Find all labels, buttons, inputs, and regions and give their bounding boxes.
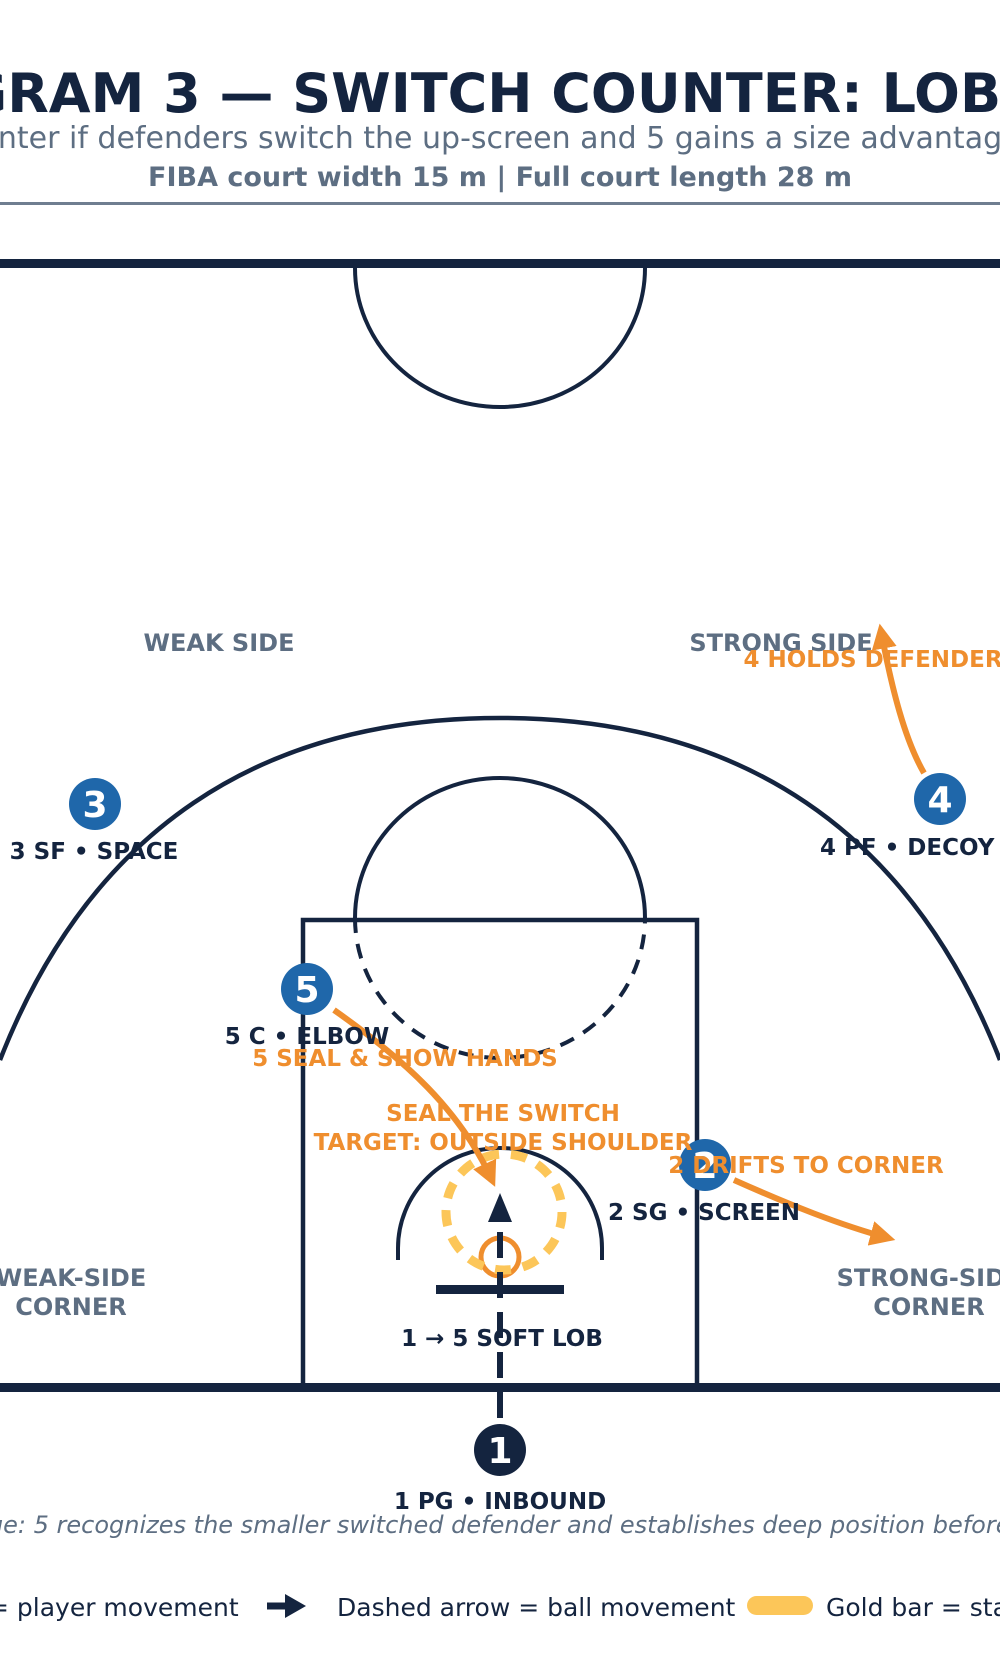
court-dimensions: FIBA court width 15 m | Full court lengt… [148, 162, 852, 193]
center-circle [353, 267, 647, 409]
annotation-holds-defender: 4 HOLDS DEFENDER [743, 647, 1000, 673]
player-4-label: 4 PF • DECOY W [820, 835, 1000, 861]
player-2[interactable]: 2 2 SG • SCREEN [608, 1139, 800, 1226]
player-5-marker [281, 963, 333, 1015]
player-1-label: 1 PG • INBOUND [394, 1489, 606, 1515]
annotation-soft-lob: 1 → 5 SOFT LOB [401, 1326, 603, 1352]
player-1-number: 1 [487, 1431, 512, 1472]
ball-arrowhead [488, 1193, 512, 1222]
strong-side-label: STRONG SIDE [689, 629, 872, 657]
legend-gold-bar-icon [747, 1596, 813, 1615]
annotation-target: TARGET: OUTSIDE SHOULDER [314, 1130, 693, 1156]
lob-target-zone [441, 1149, 567, 1275]
player-5-move-arrow [332, 1007, 497, 1187]
player-5[interactable]: 5 5 C • ELBOW [225, 963, 389, 1050]
legend-arrowhead-icon [285, 1594, 306, 1618]
restricted-area-arc [396, 1146, 604, 1260]
player-2-number: 2 [692, 1146, 717, 1187]
annotation-seal-switch: SEAL THE SWITCH [386, 1101, 620, 1127]
strong-corner-label-line1: STRONG-SIDE [837, 1264, 1000, 1292]
legend-player-movement: = player movement [0, 1593, 239, 1622]
weak-side-label: WEAK SIDE [144, 629, 295, 657]
player-1[interactable]: 1 1 PG • INBOUND [394, 1424, 606, 1515]
player-5-label: 5 C • ELBOW [225, 1024, 389, 1050]
three-point-arc [0, 715, 1000, 1061]
player-3-number: 3 [82, 785, 107, 826]
half-court [0, 259, 1000, 1392]
legend-gold-bar: Gold bar = stat [826, 1593, 1000, 1622]
free-throw-circle-top [353, 776, 647, 919]
player-3-label: 3 SF • SPACE [10, 839, 179, 865]
legend: = player movement Dashed arrow = ball mo… [0, 1593, 1000, 1622]
weak-corner-label-line1: WEAK-SIDE [0, 1264, 146, 1292]
player-2-marker [679, 1139, 731, 1191]
legend-ball-movement: Dashed arrow = ball movement [337, 1593, 736, 1622]
center-line [0, 259, 1000, 268]
header-rule [0, 202, 1000, 205]
free-throw-circle-bottom [353, 917, 647, 1060]
annotation-drifts-corner: 2 DRIFTS TO CORNER [668, 1153, 944, 1179]
player-2-label: 2 SG • SCREEN [608, 1200, 800, 1226]
diagram-title: AGRAM 3 — SWITCH COUNTER: LOB SI [0, 62, 1000, 125]
annotation-seal-hands: 5 SEAL & SHOW HANDS [252, 1046, 558, 1072]
coaching-cue: r cue: 5 recognizes the smaller switched… [0, 1511, 1000, 1539]
player-4-marker [914, 773, 966, 825]
player-4-move-arrow [871, 623, 927, 775]
player-3[interactable]: 3 3 SF • SPACE [10, 778, 179, 865]
player-3-marker [69, 778, 121, 830]
player-4-number: 4 [927, 780, 952, 821]
player-1-marker [474, 1424, 526, 1476]
strong-corner-label-line2: CORNER [873, 1293, 984, 1321]
baseline [0, 1383, 1000, 1392]
player-4[interactable]: 4 4 PF • DECOY W [820, 773, 1000, 861]
diagram-subtitle: nter if defenders switch the up-screen a… [0, 121, 1000, 156]
weak-corner-label-line2: CORNER [15, 1293, 126, 1321]
player-2-move-arrow [732, 1177, 896, 1246]
player-5-number: 5 [294, 970, 319, 1011]
